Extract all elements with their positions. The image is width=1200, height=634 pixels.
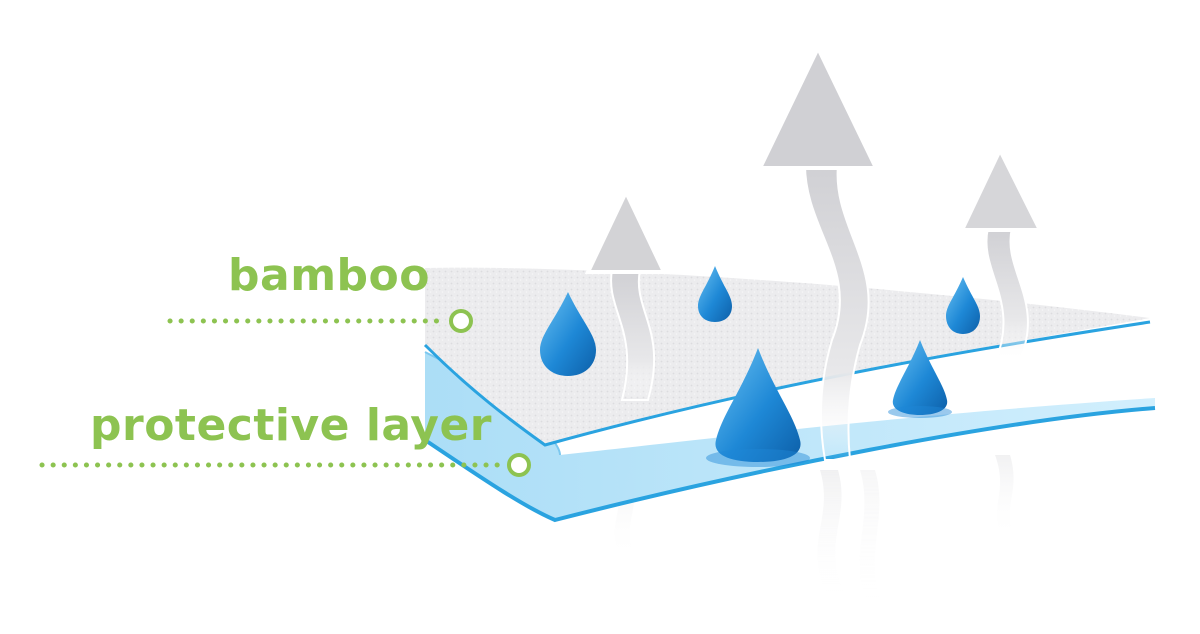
droplet-icon-4 bbox=[715, 348, 801, 462]
arrow-icon-left bbox=[584, 187, 668, 401]
arrow-icon-right bbox=[958, 145, 1044, 361]
protective-marker-icon bbox=[507, 453, 531, 477]
droplet-icon-2 bbox=[698, 266, 732, 322]
arrow-icon-center bbox=[756, 43, 880, 461]
water-droplets bbox=[540, 266, 980, 467]
breathable-arrows bbox=[584, 43, 1044, 461]
bamboo-marker-icon bbox=[449, 309, 473, 333]
droplet-icon-5 bbox=[892, 340, 948, 415]
droplet-icon-3 bbox=[946, 277, 980, 334]
protective-layer-label: protective layer bbox=[90, 400, 492, 451]
bamboo-leader bbox=[167, 309, 473, 333]
bamboo-label: bamboo bbox=[228, 250, 430, 301]
droplet-icon-1 bbox=[540, 292, 596, 376]
protective-leader bbox=[39, 453, 531, 477]
